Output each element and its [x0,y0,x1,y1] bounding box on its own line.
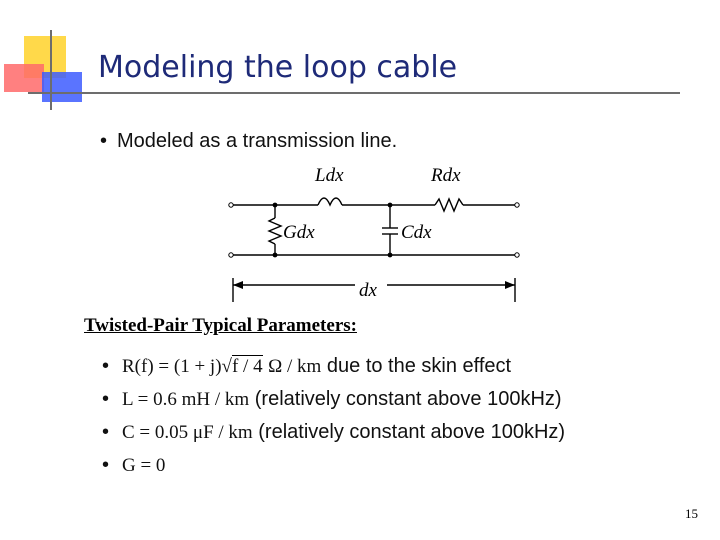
equation-r-unit: Ω / km [268,356,322,377]
bullet-dot: • [100,130,108,152]
bullet-dot: • [102,388,110,410]
equation-g: G = 0 [122,455,166,476]
bullet-main-text: Modeled as a transmission line. [117,130,398,152]
param-note-l: (relatively constant above 100kHz) [254,388,562,410]
transmission-line-circuit-diagram: Ldx Rdx Gdx Cdx dx [228,165,520,302]
bullet-dot: • [102,421,110,443]
params-heading: Twisted-Pair Typical Parameters: [84,315,357,336]
node-dot [272,202,278,208]
bullet-dot: • [102,355,110,377]
param-item-l: • L = 0.6 mH / km (relatively constant ab… [102,388,562,411]
bullet-transmission-line: • Modeled as a transmission line. [100,130,397,153]
bullet-dot: • [102,454,110,476]
param-note-c: (relatively constant above 100kHz) [258,421,566,443]
deco-vertical-line [50,30,52,110]
terminal-circle [514,252,520,258]
sqrt-sign: √ [221,356,232,377]
equation-l: L = 0.6 mH / km [122,389,250,410]
series-resistor [434,197,464,213]
deco-red-square [4,64,44,92]
terminal-circle [228,202,234,208]
label-capacitance: Cdx [401,222,432,243]
label-conductance: Gdx [283,222,315,243]
param-item-r: • R(f) = (1 + j)√f / 4 Ω / km due to the … [102,355,511,378]
equation-r-left: R(f) = (1 + j) [122,356,222,377]
terminal-circle [514,202,520,208]
label-length: dx [359,280,378,301]
title-divider [28,92,680,94]
node-dot [387,252,393,258]
param-item-c: • C = 0.05 μF / km (relatively constant a… [102,421,565,444]
page-number: 15 [685,506,698,521]
param-note-r: due to the skin effect [326,355,512,377]
equation-r-sqrt: f / 4 [231,355,263,377]
shunt-conductance-resistor [267,217,283,245]
equation-c: C = 0.05 μF / km [122,422,253,443]
label-inductor: Ldx [314,165,344,186]
node-dot [387,202,393,208]
deco-blue-square [42,72,82,102]
terminal-circle [228,252,234,258]
label-resistor: Rdx [430,165,461,186]
dx-arrowhead-right [505,281,515,289]
param-item-g: • G = 0 [102,454,165,477]
inductor-coil [317,197,343,207]
dx-arrowhead-left [233,281,243,289]
slide-title: Modeling the loop cable [98,50,458,85]
node-dot [272,252,278,258]
